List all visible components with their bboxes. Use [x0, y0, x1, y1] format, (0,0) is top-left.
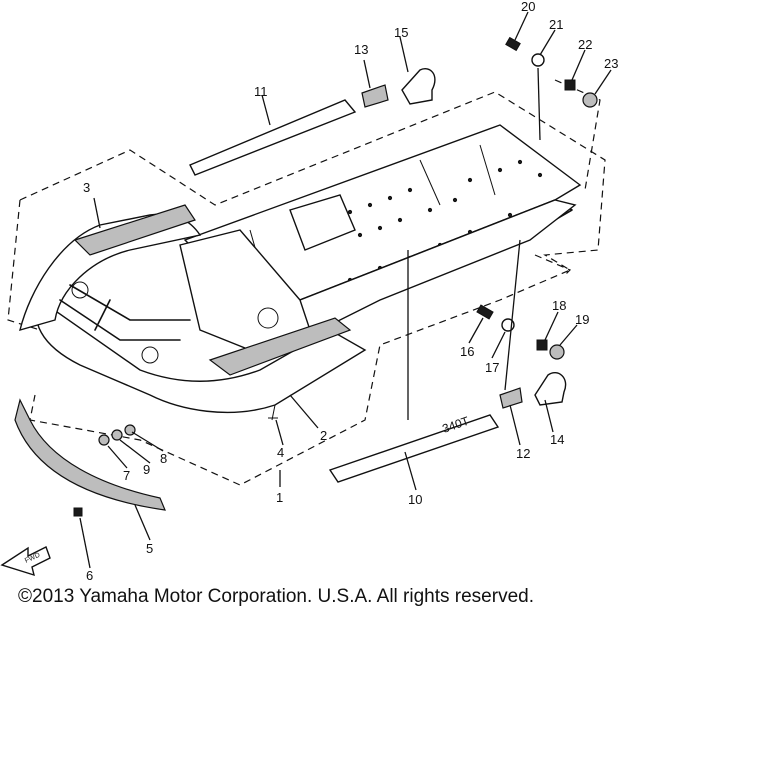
forward-arrow-icon: FWD [0, 546, 51, 577]
part-label-9: 9 [143, 462, 150, 477]
part-label-3: 3 [83, 180, 90, 195]
part-label-5: 5 [146, 541, 153, 556]
part-label-13: 13 [354, 42, 368, 57]
part-label-8: 8 [160, 451, 167, 466]
leader-lines [79, 11, 612, 569]
part-label-16: 16 [460, 344, 474, 359]
part-label-14: 14 [550, 432, 564, 447]
part-label-4: 4 [277, 445, 284, 460]
bumper-part-5 [14, 398, 166, 511]
part-label-12: 12 [516, 446, 530, 461]
copyright-notice: ©2013 Yamaha Motor Corporation. U.S.A. A… [18, 586, 534, 607]
part-label-23: 23 [604, 56, 618, 71]
part-label-6: 6 [86, 568, 93, 583]
part-label-1: 1 [276, 490, 283, 505]
part-label-19: 19 [575, 312, 589, 327]
part-label-22: 22 [578, 37, 592, 52]
part-label-2: 2 [320, 428, 327, 443]
part-label-17: 17 [485, 360, 499, 375]
part-label-20: 20 [521, 0, 535, 14]
part-label-15: 15 [394, 25, 408, 40]
part-label-11: 11 [254, 84, 268, 99]
part-label-18: 18 [552, 298, 566, 313]
decals [189, 68, 567, 483]
part-label-7: 7 [123, 468, 130, 483]
part-labels: 1 2 3 4 5 6 7 8 9 10 11 12 13 14 15 16 1… [83, 0, 618, 583]
part-label-10: 10 [408, 492, 422, 507]
part-label-21: 21 [549, 17, 563, 32]
chassis-frame [19, 124, 582, 414]
